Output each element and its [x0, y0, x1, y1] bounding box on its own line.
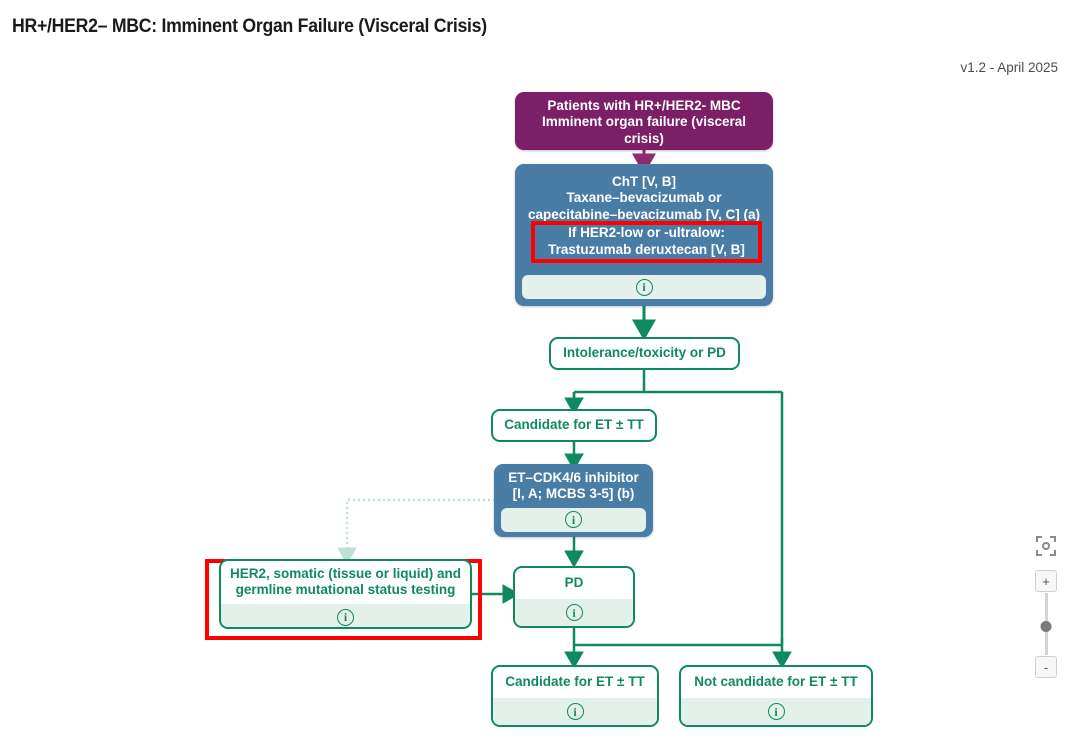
node-her2-testing-line1: HER2, somatic (tissue or liquid) and — [229, 566, 462, 581]
fit-corner-top-right — [1050, 536, 1056, 542]
node-patients-start[interactable]: Patients with HR+/HER2- MBC Imminent org… — [515, 92, 773, 150]
version-label: v1.2 - April 2025 — [960, 60, 1058, 75]
info-icon[interactable]: i — [635, 278, 653, 296]
node-candidate-et-2[interactable]: Candidate for ET ± TT i — [491, 665, 659, 727]
node-et-cdk46-line1: ET–CDK4/6 inhibitor — [508, 470, 639, 485]
node-cht-info-bar[interactable]: i — [522, 275, 766, 299]
node-candidate-et-2-info-bar[interactable]: i — [493, 698, 657, 725]
fit-to-screen-icon[interactable] — [1036, 536, 1056, 556]
node-intolerance-label: Intolerance/toxicity or PD — [563, 345, 726, 361]
node-candidate-et-1-label: Candidate for ET ± TT — [504, 417, 644, 433]
annotation-her2-low-trastuzumab: If HER2-low or -ultralow: Trastuzumab de… — [531, 221, 762, 263]
node-not-candidate-et-label: Not candidate for ET ± TT — [694, 674, 858, 690]
zoom-controls[interactable]: + - — [1034, 536, 1058, 678]
info-icon[interactable]: i — [565, 511, 582, 529]
zoom-out-button[interactable]: - — [1035, 656, 1057, 678]
page-title: HR+/HER2– MBC: Imminent Organ Failure (V… — [12, 16, 487, 37]
node-et-cdk46-info-bar[interactable]: i — [501, 507, 646, 532]
node-her2-testing-info-bar[interactable]: i — [221, 603, 470, 627]
node-et-cdk46-line2: [I, A; MCBS 3-5] (b) — [512, 486, 635, 502]
node-pd[interactable]: PD i — [513, 566, 635, 628]
node-pd-label: PD — [564, 575, 584, 591]
node-et-cdk46-inhibitor[interactable]: ET–CDK4/6 inhibitor [I, A; MCBS 3-5] (b)… — [494, 464, 653, 537]
info-icon[interactable]: i — [565, 604, 583, 621]
zoom-slider-track[interactable] — [1040, 593, 1052, 655]
node-patients-line2: Imminent organ failure (visceral crisis) — [541, 114, 747, 146]
node-her2-testing-line2: germline mutational status testing — [235, 582, 456, 598]
zoom-slider-handle[interactable] — [1040, 621, 1052, 632]
node-cht-line1: ChT [V, B] — [612, 174, 676, 189]
node-cht-line3: capecitabine–bevacizumab [V, C] (a) — [527, 206, 761, 222]
node-not-candidate-et-info-bar[interactable]: i — [681, 698, 871, 725]
info-icon[interactable]: i — [566, 703, 584, 720]
fit-corner-bottom-right — [1050, 550, 1056, 556]
zoom-in-button[interactable]: + — [1035, 570, 1057, 592]
info-icon[interactable]: i — [337, 608, 354, 626]
info-icon[interactable]: i — [767, 703, 785, 720]
node-patients-line1: Patients with HR+/HER2- MBC — [547, 98, 741, 113]
node-pd-info-bar[interactable]: i — [515, 599, 633, 626]
node-candidate-et-1[interactable]: Candidate for ET ± TT — [491, 409, 657, 442]
node-intolerance-toxicity-pd[interactable]: Intolerance/toxicity or PD — [549, 337, 740, 370]
node-not-candidate-et[interactable]: Not candidate for ET ± TT i — [679, 665, 873, 727]
node-candidate-et-2-label: Candidate for ET ± TT — [505, 674, 645, 690]
fit-corner-top-left — [1036, 536, 1042, 542]
node-her2-somatic-germline-testing[interactable]: HER2, somatic (tissue or liquid) and ger… — [219, 559, 472, 629]
fit-corner-bottom-left — [1036, 550, 1042, 556]
annotation-her2-low-line2: Trastuzumab deruxtecan [V, B] — [548, 242, 745, 257]
node-cht-line2: Taxane–bevacizumab or — [566, 190, 722, 206]
fit-center-dot — [1042, 542, 1050, 550]
annotation-her2-low-line1: If HER2-low or -ultralow: — [568, 225, 725, 241]
